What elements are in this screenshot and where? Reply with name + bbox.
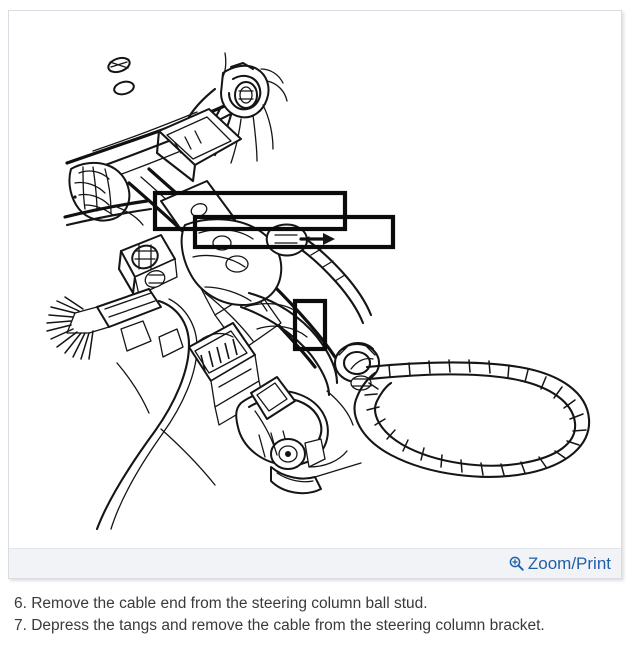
wire-harness-left <box>46 288 198 531</box>
left-bracket-cluster <box>63 161 153 227</box>
zoom-print-label: Zoom/Print <box>527 554 611 573</box>
lower-left-bracket <box>120 320 184 358</box>
callout-boxes <box>152 190 396 352</box>
shift-cable-loop <box>350 357 591 478</box>
steering-column-diagram: .ln { fill:none; stroke:#151515; stroke-… <box>9 11 621 548</box>
instruction-step-7: 7. Depress the tangs and remove the cabl… <box>14 617 545 634</box>
harness-connector-left <box>117 234 178 296</box>
diagram-canvas[interactable]: .ln { fill:none; stroke:#151515; stroke-… <box>9 11 621 548</box>
column-base-disc <box>235 376 362 495</box>
bushing-grommet-pair <box>107 56 135 96</box>
callout-middle-box <box>192 214 396 250</box>
upper-mounting-bracket <box>187 52 288 164</box>
column-bracket-assembly <box>180 218 339 397</box>
instruction-list: 6. Remove the cable end from the steerin… <box>14 593 634 637</box>
callout-upper-box <box>152 190 348 232</box>
viewer-footer-toolbar: Zoom/Print <box>9 548 621 578</box>
shifter-housing-upper <box>155 108 242 183</box>
magnifier-plus-icon <box>509 556 524 571</box>
lower-detail-lines <box>116 362 354 486</box>
callout-ball-stud-box <box>292 298 328 352</box>
instruction-step-6: 6. Remove the cable end from the steerin… <box>14 595 428 612</box>
service-diagram-viewer: .ln { fill:none; stroke:#151515; stroke-… <box>8 10 622 579</box>
zoom-print-link[interactable]: Zoom/Print <box>509 555 611 572</box>
